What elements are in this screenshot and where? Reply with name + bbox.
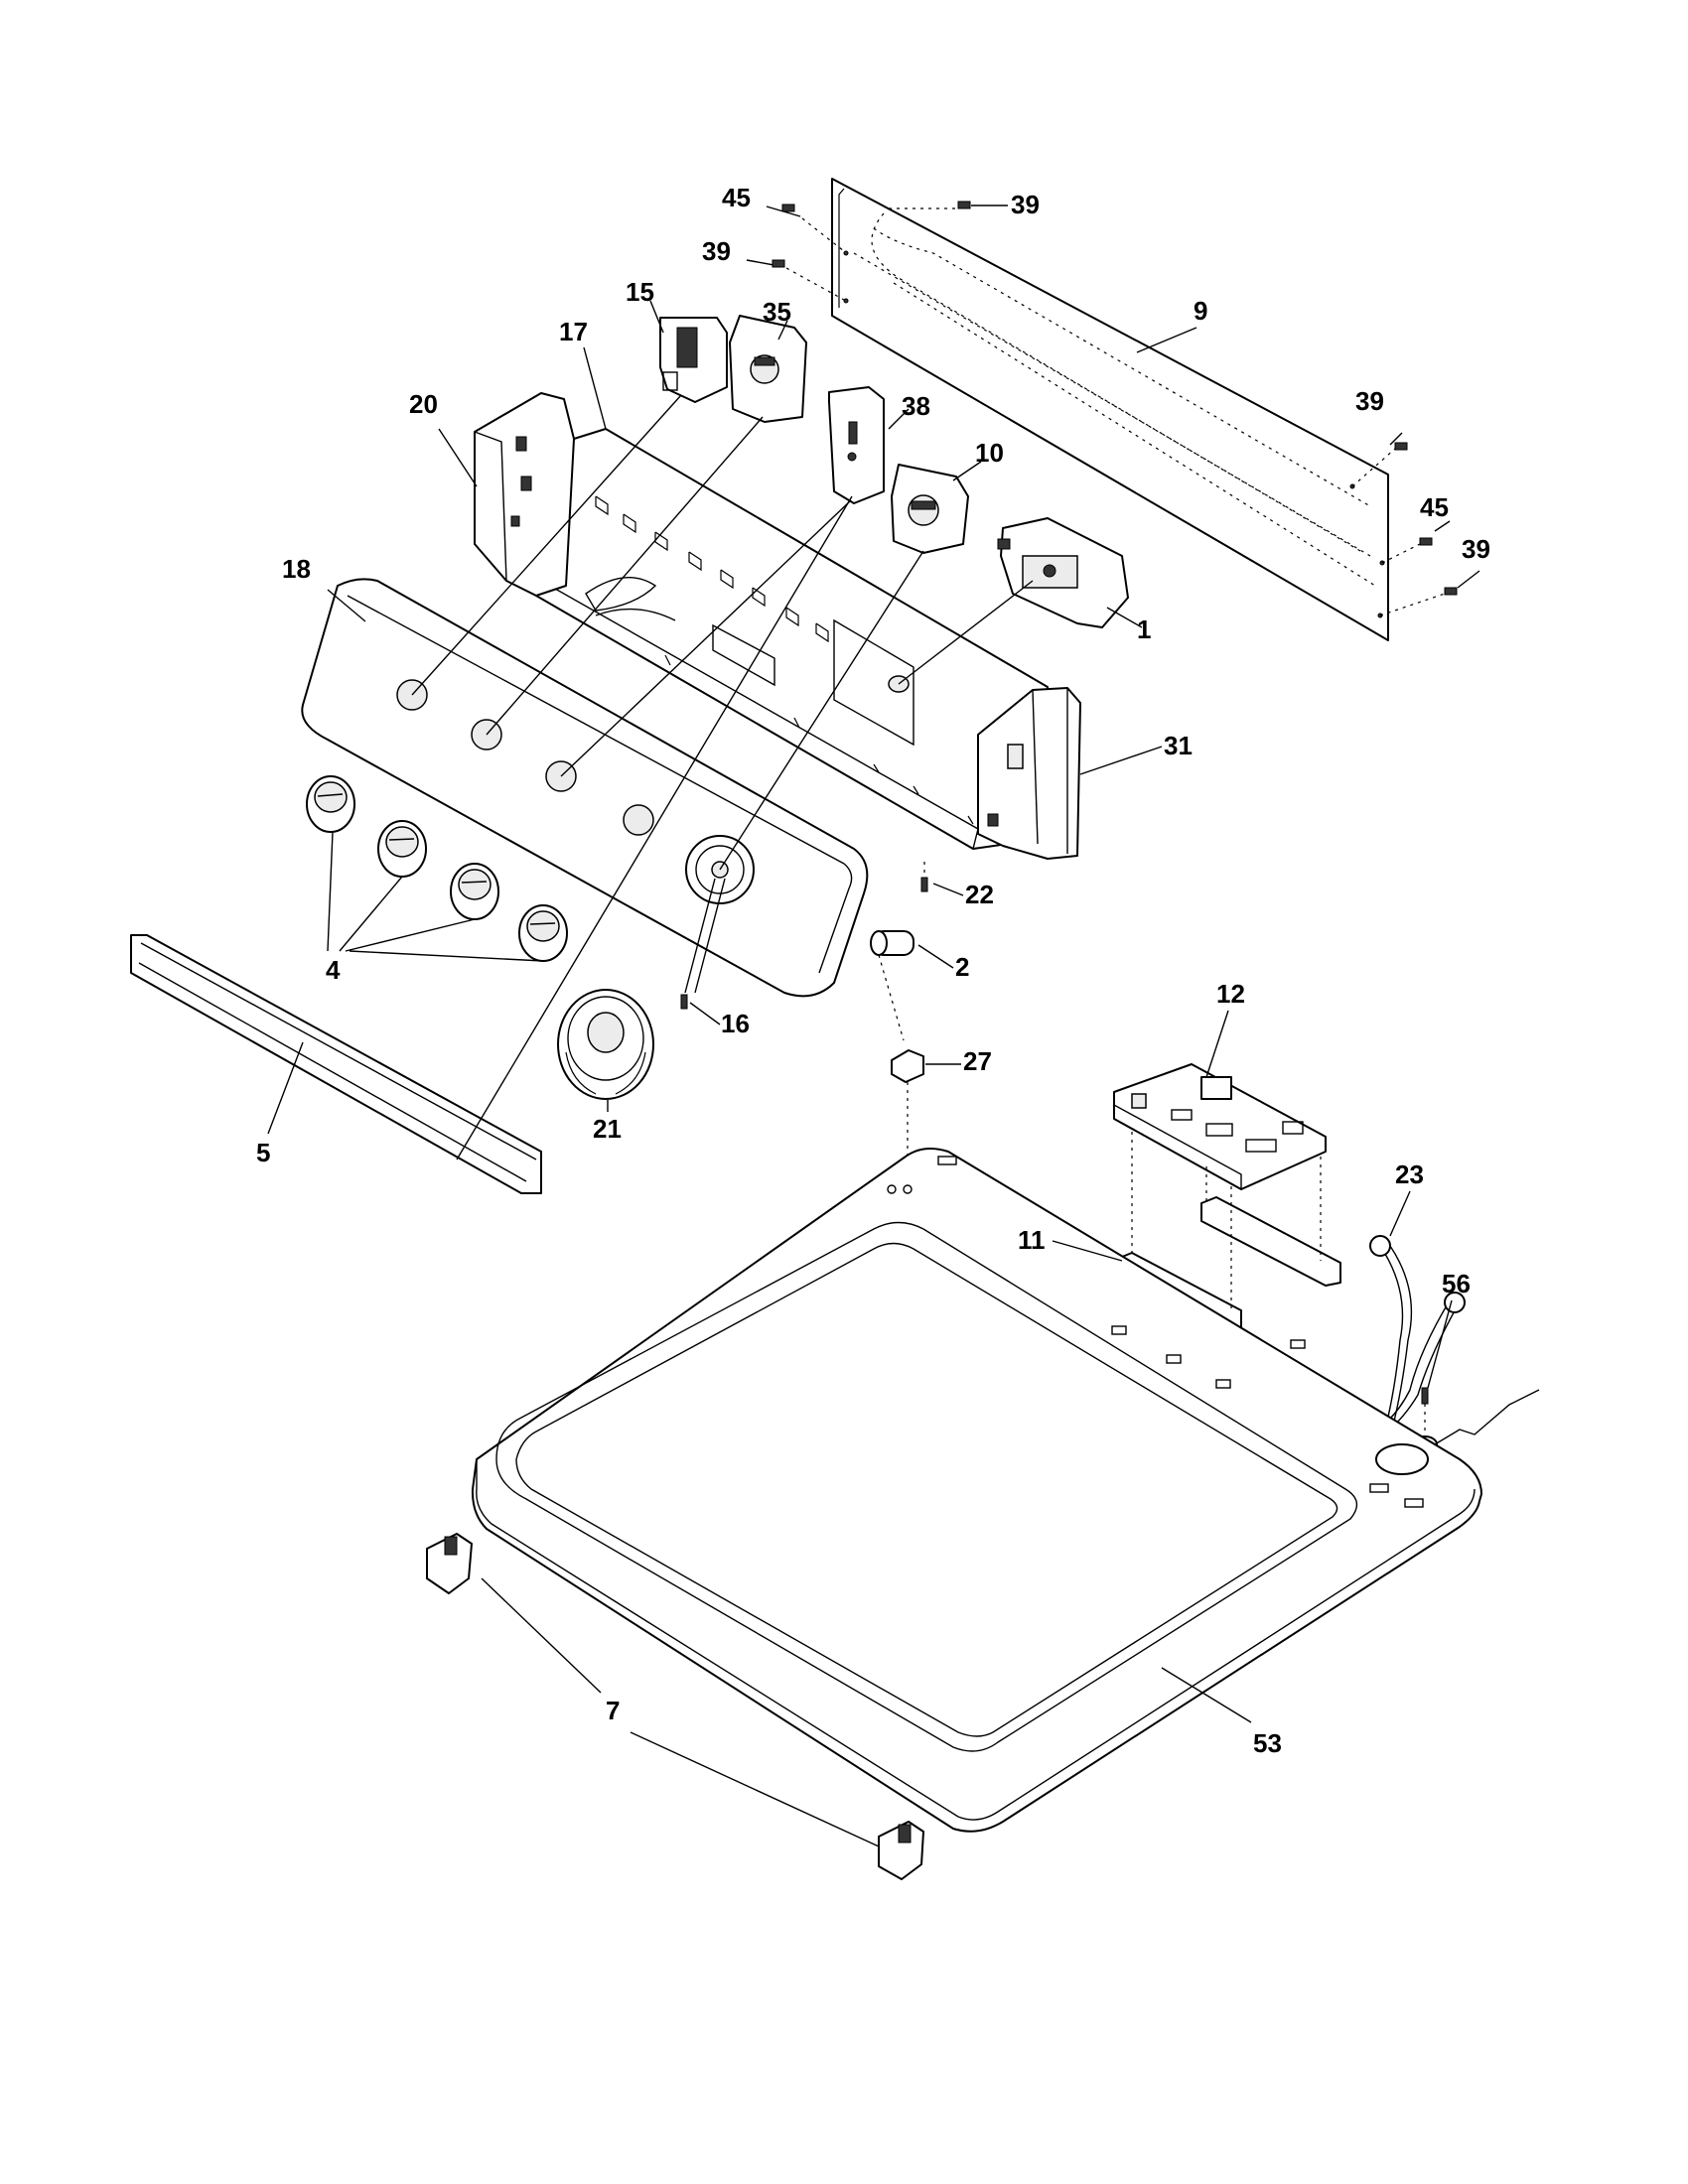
callout-39: 39: [1011, 190, 1040, 219]
part-7-hinges: [426, 1533, 924, 1880]
callout-53: 53: [1253, 1728, 1282, 1758]
callout-9: 9: [1194, 296, 1207, 326]
knob-1: [306, 775, 355, 833]
callout-45: 45: [722, 183, 751, 212]
callout-7: 7: [606, 1696, 620, 1725]
screw-39-right-lower: [1379, 570, 1480, 616]
callout-17: 17: [559, 317, 588, 346]
part-5-trim-strip: [130, 934, 542, 1194]
callout-35: 35: [763, 297, 791, 327]
part-23-wire-harness: [1369, 1235, 1466, 1440]
part-20-left-end-cap: [474, 392, 575, 597]
callout-12: 12: [1216, 979, 1245, 1009]
callout-leaders: [267, 300, 1453, 1847]
part-15-switch: [659, 317, 728, 403]
knob-2: [377, 820, 427, 878]
knob-3: [450, 863, 499, 920]
screw-39-upper-left: [746, 259, 845, 301]
callout-11: 11: [1018, 1225, 1046, 1255]
part-1-motor-module: [997, 517, 1129, 628]
module-alignment-lines: [411, 394, 1034, 1160]
callout-20: 20: [409, 389, 438, 419]
part-27-clip: [891, 1049, 924, 1166]
part-35-timer: [729, 315, 807, 423]
callout-2: 2: [955, 952, 969, 982]
part-10-timer: [891, 464, 969, 554]
part-16-screw: [680, 878, 726, 1010]
callout-39: 39: [1462, 534, 1490, 564]
callout-21: 21: [593, 1114, 622, 1144]
screw-45-upper: [766, 204, 845, 252]
callout-31: 31: [1164, 731, 1193, 760]
callout-22: 22: [965, 880, 994, 909]
screw-45-right: [1381, 520, 1451, 564]
part-2-bushing: [870, 930, 914, 1041]
callout-39: 39: [1355, 386, 1384, 416]
callout-labels: 45 39 39 15 35 17 9 20 38 10 39 45 39 18…: [256, 183, 1490, 1758]
callout-10: 10: [975, 438, 1004, 468]
callout-56: 56: [1442, 1269, 1471, 1298]
screw-39-top: [889, 201, 1008, 209]
part-53-top-cover: [471, 1147, 1482, 1833]
callout-16: 16: [721, 1009, 750, 1038]
callout-15: 15: [626, 277, 654, 307]
callout-45: 45: [1420, 492, 1449, 522]
callout-27: 27: [963, 1046, 992, 1076]
switch-slots: [595, 495, 829, 643]
callout-1: 1: [1137, 614, 1151, 644]
part-12-control-board: [1113, 1063, 1327, 1190]
callout-39: 39: [702, 236, 731, 266]
callout-5: 5: [256, 1138, 270, 1167]
part-22-screw: [920, 862, 928, 892]
screw-39-right-upper: [1351, 432, 1408, 487]
callout-18: 18: [282, 554, 311, 584]
part-38-bracket: [828, 386, 885, 504]
callout-38: 38: [902, 391, 930, 421]
part-4-knobs: [306, 775, 568, 962]
part-9-back-panel: [831, 178, 1389, 641]
callout-23: 23: [1395, 1160, 1424, 1189]
knob-4: [518, 904, 568, 962]
part-31-right-end-cap: [977, 687, 1081, 860]
callout-4: 4: [326, 955, 341, 985]
part-21-cycle-knob: [557, 989, 654, 1100]
